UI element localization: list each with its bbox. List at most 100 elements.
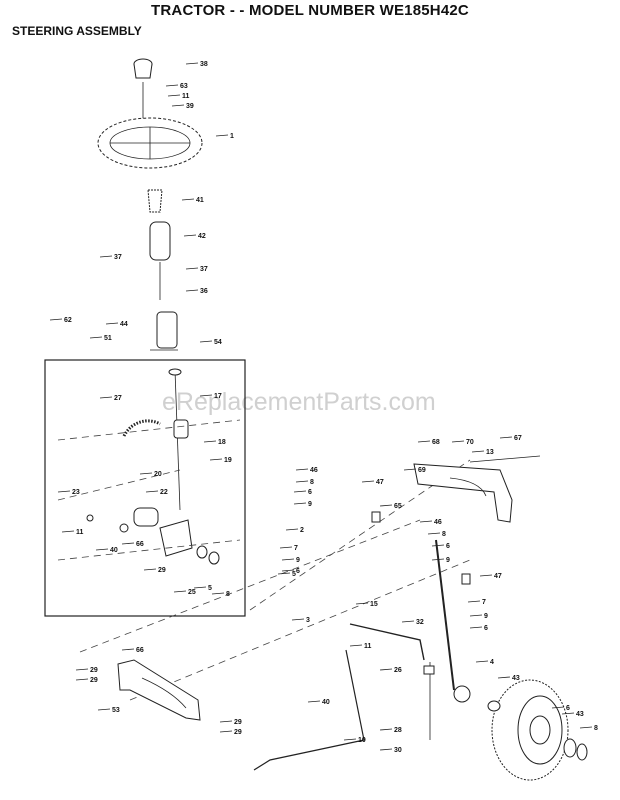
callout-label: 7 xyxy=(294,545,298,552)
callout-leader xyxy=(499,436,513,439)
callout-label: 6 xyxy=(296,568,300,575)
callout-leader xyxy=(281,558,295,561)
callout-label: 9 xyxy=(484,613,488,620)
callout-leader xyxy=(97,708,111,711)
callout-label: 6 xyxy=(308,489,312,496)
callout-leader xyxy=(167,94,181,97)
callout-label: 8 xyxy=(594,725,598,732)
callout-label: 8 xyxy=(310,479,314,486)
callout-label: 40 xyxy=(110,547,118,554)
callout-leader xyxy=(469,626,483,629)
callout-leader xyxy=(379,728,393,731)
callout-label: 9 xyxy=(296,557,300,564)
callout-leader xyxy=(295,480,309,483)
callout-leader xyxy=(185,289,199,292)
callout-leader xyxy=(279,546,293,549)
callout-leader xyxy=(61,530,75,533)
right-bracket xyxy=(413,455,541,523)
callout-leader xyxy=(293,490,307,493)
callout-label: 3 xyxy=(306,617,310,624)
callout-label: 41 xyxy=(196,197,204,204)
callout-leader xyxy=(401,620,415,623)
callout-label: 1 xyxy=(230,133,234,140)
callout-leader xyxy=(295,468,309,471)
callout-leader xyxy=(561,712,575,715)
callout-leader xyxy=(219,720,233,723)
steering-wheel xyxy=(97,117,203,169)
callout-label: 4 xyxy=(490,659,494,666)
callout-label: 46 xyxy=(434,519,442,526)
callout-leader xyxy=(451,440,465,443)
callout-label: 62 xyxy=(64,317,72,324)
callout-label: 40 xyxy=(322,699,330,706)
callout-label: 6 xyxy=(446,543,450,550)
callout-label: 9 xyxy=(308,501,312,508)
callout-leader xyxy=(379,504,393,507)
callout-leader xyxy=(419,520,433,523)
callout-label: 15 xyxy=(370,601,378,608)
drag-link xyxy=(253,623,435,771)
callout-label: 6 xyxy=(566,705,570,712)
callout-leader xyxy=(379,748,393,751)
callout-leader xyxy=(355,602,369,605)
callout-leader xyxy=(427,532,441,535)
callout-leader xyxy=(277,572,291,575)
callout-leader xyxy=(361,480,375,483)
callout-leader xyxy=(467,600,481,603)
callout-label: 54 xyxy=(214,339,222,346)
callout-label: 10 xyxy=(358,737,366,744)
callout-label: 47 xyxy=(494,573,502,580)
callout-label: 38 xyxy=(200,61,208,68)
callout-leader xyxy=(307,700,321,703)
callout-leader xyxy=(145,490,159,493)
callout-leader xyxy=(165,84,179,87)
callout-leader xyxy=(285,528,299,531)
callout-label: 18 xyxy=(218,439,226,446)
callout-label: 46 xyxy=(310,467,318,474)
section-title: STEERING ASSEMBLY xyxy=(12,24,142,38)
callout-label: 29 xyxy=(90,667,98,674)
watermark: eReplacementParts.com xyxy=(162,388,436,416)
callout-label: 11 xyxy=(364,643,372,650)
callout-label: 29 xyxy=(158,567,166,574)
callout-leader xyxy=(343,738,357,741)
callout-label: 67 xyxy=(514,435,522,442)
callout-leader xyxy=(89,336,103,339)
callout-label: 5 xyxy=(208,585,212,592)
callout-leader xyxy=(181,198,195,201)
callout-leader xyxy=(57,490,71,493)
callout-leader xyxy=(431,558,445,561)
callout-label: 11 xyxy=(76,529,84,536)
callout-label: 68 xyxy=(432,439,440,446)
spindle xyxy=(371,511,471,703)
callout-label: 5 xyxy=(292,571,296,578)
steering-cap xyxy=(133,58,153,120)
callout-label: 8 xyxy=(442,531,446,538)
callout-label: 23 xyxy=(72,489,80,496)
callout-label: 43 xyxy=(576,711,584,718)
callout-label: 37 xyxy=(114,254,122,261)
callout-leader xyxy=(193,586,207,589)
callout-leader xyxy=(431,544,445,547)
callout-label: 11 xyxy=(182,93,190,100)
callout-label: 30 xyxy=(394,747,402,754)
callout-leader xyxy=(49,318,63,321)
callout-label: 17 xyxy=(214,393,222,400)
callout-label: 47 xyxy=(376,479,384,486)
inset-parts xyxy=(57,368,241,565)
callout-leader xyxy=(471,450,485,453)
callout-leader xyxy=(215,134,229,137)
callout-leader xyxy=(349,644,363,647)
callout-label: 44 xyxy=(120,321,128,328)
callout-leader xyxy=(99,396,113,399)
callout-leader xyxy=(281,569,295,572)
callout-leader xyxy=(185,267,199,270)
callout-leader xyxy=(579,726,593,729)
callout-label: 26 xyxy=(394,667,402,674)
callout-leader xyxy=(417,440,431,443)
left-bracket xyxy=(117,659,201,721)
callout-label: 2 xyxy=(300,527,304,534)
front-wheel xyxy=(487,679,588,781)
callout-label: 39 xyxy=(186,103,194,110)
callout-label: 66 xyxy=(136,647,144,654)
